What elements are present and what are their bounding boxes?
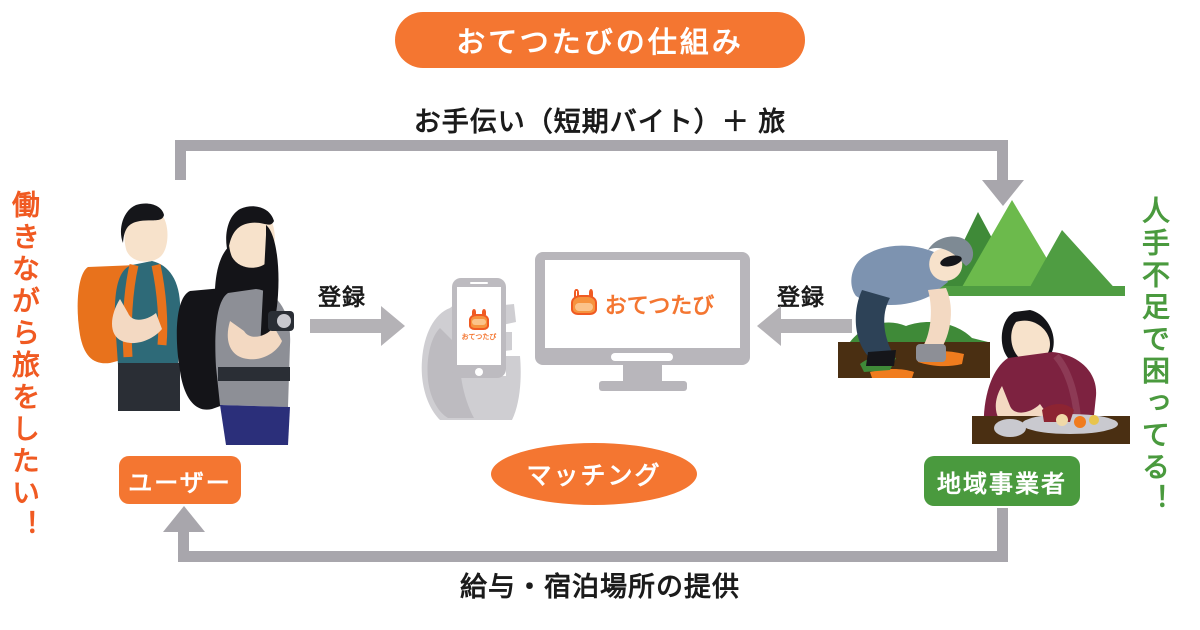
- monitor-screen: おてつたび: [545, 260, 740, 348]
- monitor-base: [599, 381, 687, 391]
- phone-screen: おてつたび: [457, 287, 501, 365]
- illustration-local-business: [830, 190, 1152, 445]
- farmer-figure: [851, 236, 974, 366]
- top-loop-arrow-left-stem: [175, 140, 186, 180]
- node-user-pill[interactable]: ユーザー: [119, 456, 241, 504]
- top-loop-arrowhead-down-icon: [982, 180, 1024, 206]
- cook-figure: [972, 310, 1152, 444]
- backpack-icon: [570, 289, 597, 317]
- bottom-loop-arrow-horizontal: [178, 551, 1008, 562]
- hand-holding-phone: おてつたび: [420, 268, 540, 420]
- female-traveler-figure: [176, 206, 294, 445]
- arrow-user-to-platform: [310, 306, 405, 346]
- top-caption: お手伝い（短期バイト）＋ 旅: [413, 107, 787, 137]
- platform-monitor: おてつたび: [535, 252, 750, 392]
- phone-speaker: [470, 282, 488, 284]
- monitor-logo-text: おてつたび: [604, 293, 715, 318]
- bottom-loop-arrow-left-stem: [178, 530, 189, 562]
- register-label-left: 登録: [318, 284, 366, 310]
- phone-home-button: [475, 368, 483, 376]
- register-label-right: 登録: [777, 284, 825, 310]
- bottom-loop-arrow-right-stem: [997, 508, 1008, 562]
- illustration-travelers: [70, 195, 315, 450]
- node-business-pill[interactable]: 地域事業者: [924, 456, 1080, 506]
- bottom-caption: 給与・宿泊場所の提供: [460, 572, 740, 602]
- arrow-business-to-platform: [757, 306, 852, 346]
- male-traveler-figure: [77, 203, 181, 411]
- top-loop-arrow-right-stem: [997, 140, 1008, 188]
- backpack-icon: [469, 308, 489, 330]
- node-matching-pill[interactable]: マッチング: [491, 443, 697, 505]
- right-side-label: 人手不足で困ってる！: [1139, 196, 1170, 516]
- monitor-chin: [611, 353, 673, 361]
- phone-logo-text: おてつたび: [461, 334, 497, 341]
- left-side-label: 働きながら旅をしたい！: [9, 190, 40, 542]
- diagram-title: おてつたびの仕組み: [395, 12, 805, 68]
- bottom-loop-arrowhead-up-icon: [163, 506, 205, 532]
- monitor-neck: [623, 365, 662, 383]
- top-loop-arrow-horizontal: [175, 140, 1008, 151]
